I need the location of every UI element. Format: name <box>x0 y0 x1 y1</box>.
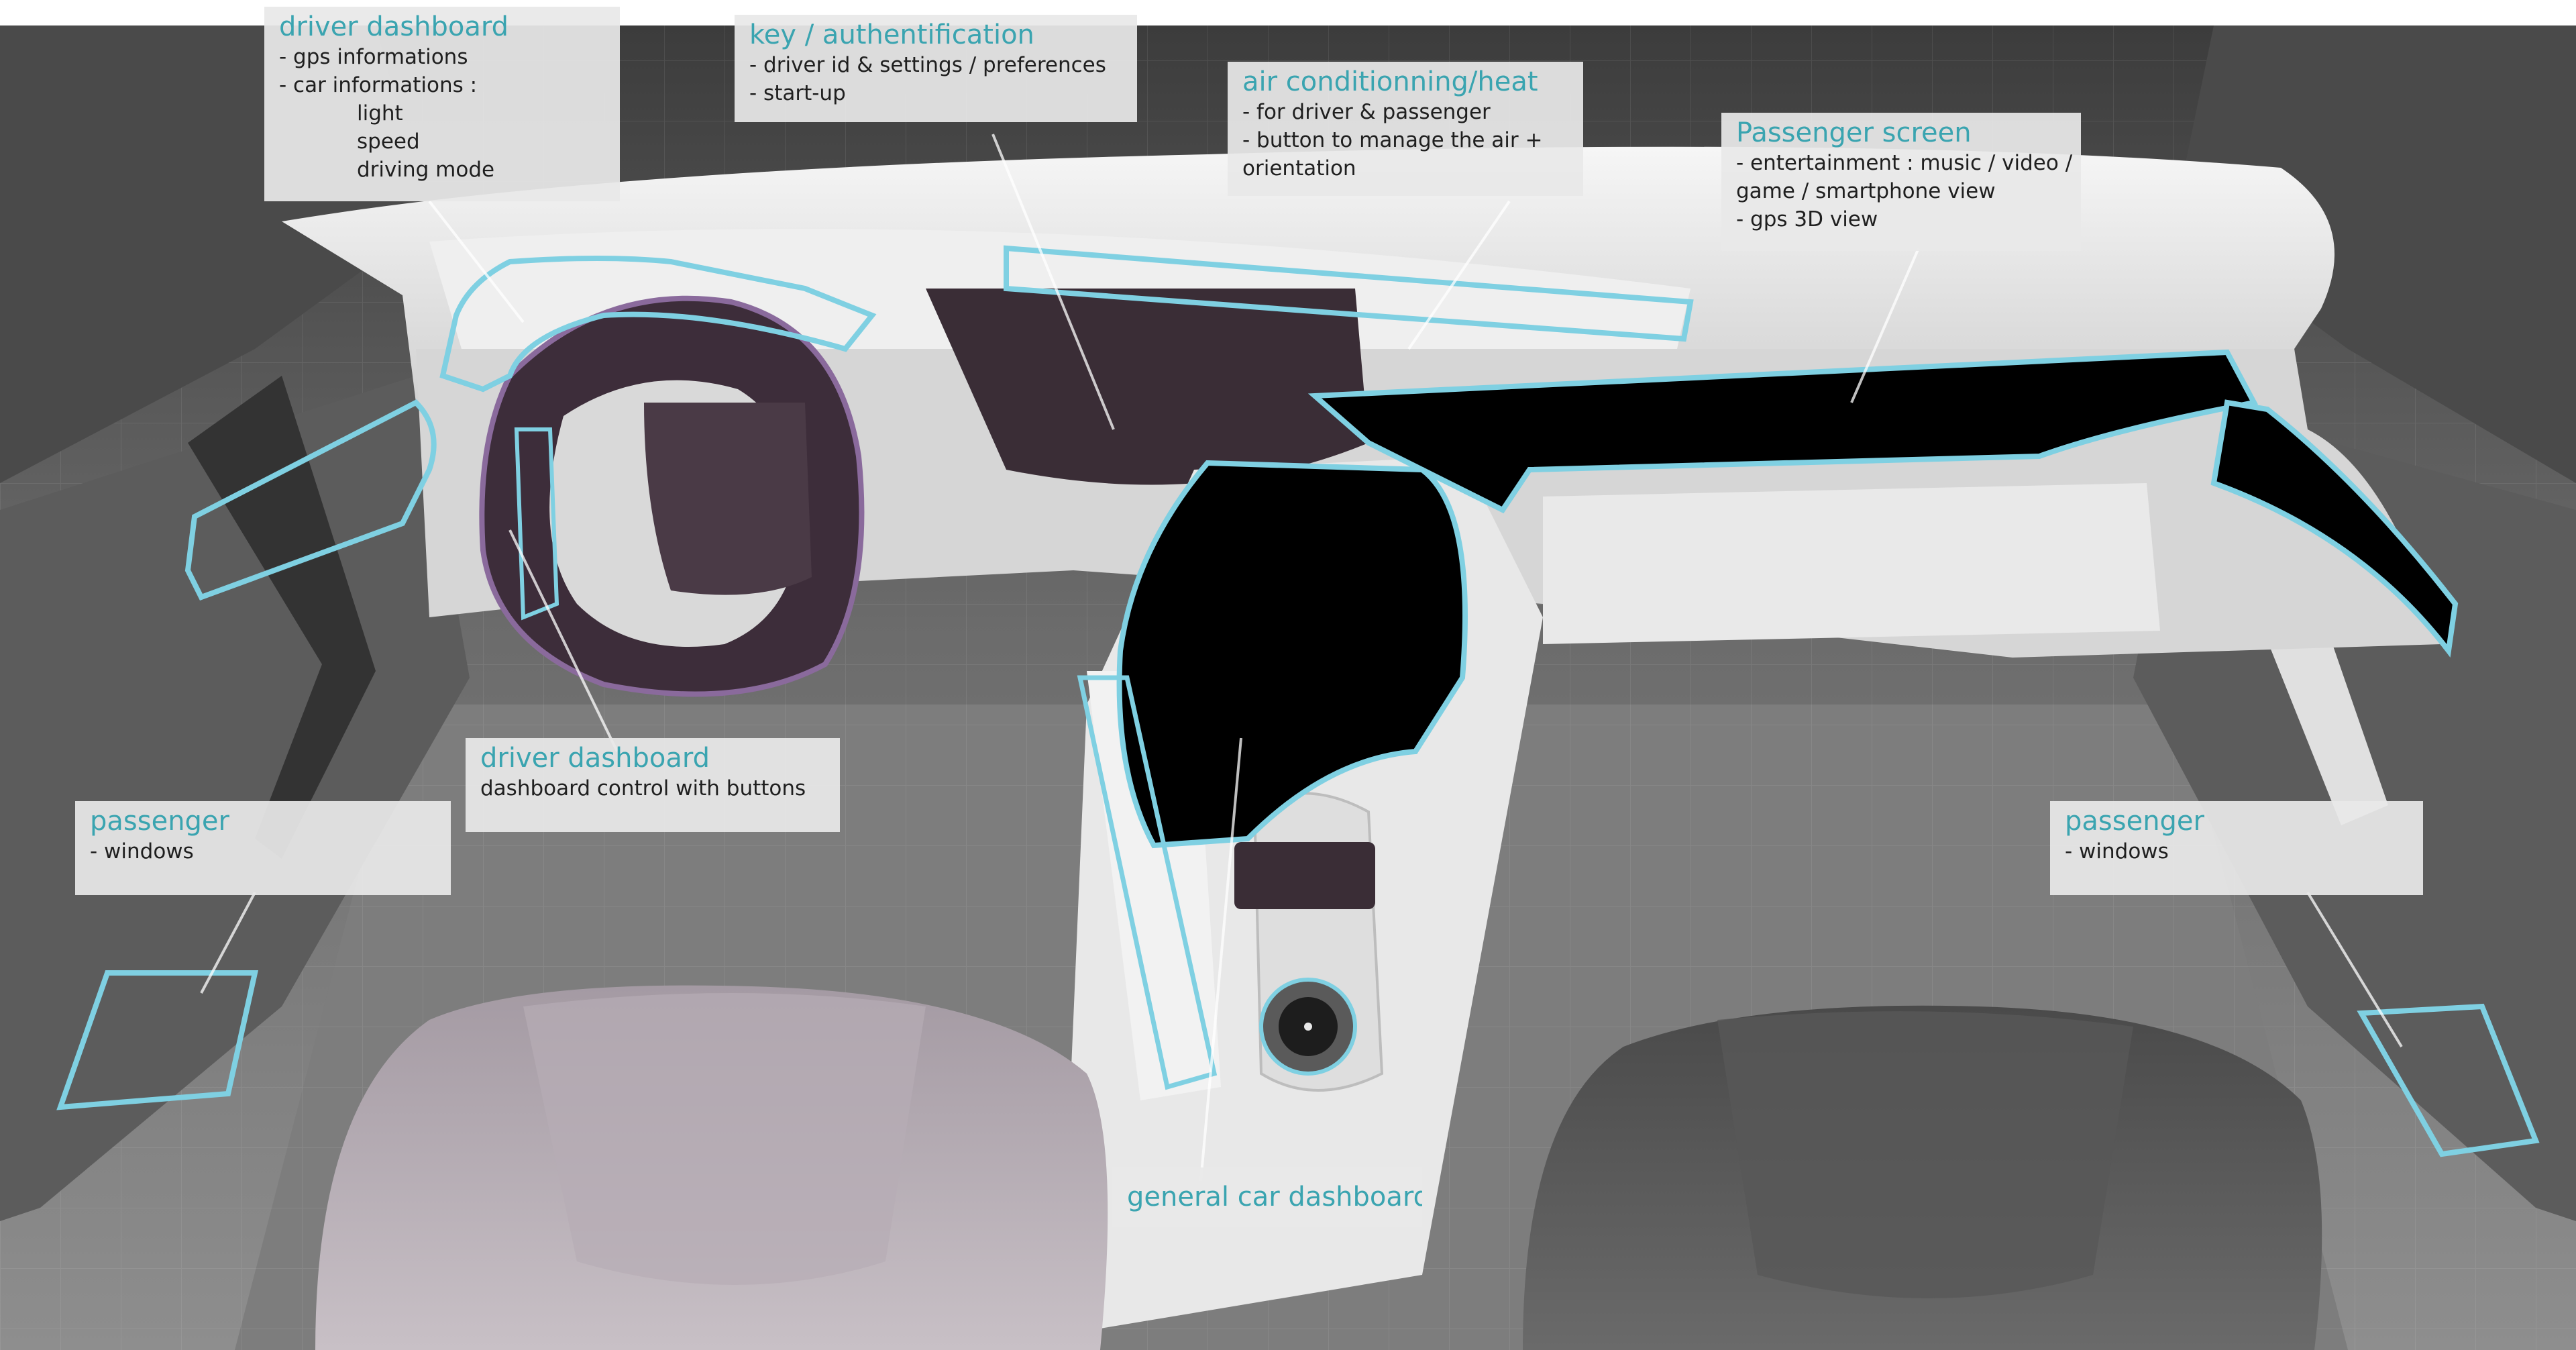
callout-line: driving mode <box>357 158 495 182</box>
callout-title: Passenger screen <box>1736 117 1972 148</box>
callout-general-car-dashboard: general car dashboard <box>1112 1167 1422 1227</box>
callout-air-conditioning: air conditionning/heat - for driver & pa… <box>1228 62 1583 196</box>
callout-line: - start-up <box>749 81 846 105</box>
callout-line: - windows <box>2065 839 2169 864</box>
callout-line: dashboard control with buttons <box>480 776 806 800</box>
key-strip-outline <box>1004 245 1694 342</box>
leader-passenger-screen <box>1850 248 1920 403</box>
left-door-panel <box>0 376 470 1221</box>
leader-key <box>991 134 1115 430</box>
callout-line: - button to manage the air + <box>1242 128 1543 152</box>
callout-title: key / authentification <box>749 19 1034 50</box>
callout-line: orientation <box>1242 156 1356 180</box>
callout-line: - gps 3D view <box>1736 207 1878 231</box>
callout-title: general car dashboard <box>1127 1182 1422 1212</box>
leader-passenger-left <box>200 892 256 994</box>
callout-title: air conditionning/heat <box>1242 66 1538 97</box>
callout-line: - gps informations <box>279 45 468 69</box>
left-door-button-outline <box>56 970 258 1110</box>
callout-driver-dashboard-buttons: driver dashboard dashboard control with … <box>466 738 840 832</box>
leader-passenger-right <box>2306 891 2403 1048</box>
callout-driver-dashboard-top: driver dashboard - gps informations - ca… <box>264 7 620 201</box>
callout-line: - driver id & settings / preferences <box>749 53 1106 77</box>
callout-line: - for driver & passenger <box>1242 100 1491 124</box>
callout-passenger-screen: Passenger screen - entertainment : music… <box>1721 113 2081 251</box>
callout-key-authentification: key / authentification - driver id & set… <box>735 15 1137 122</box>
callout-line: - entertainment : music / video / <box>1736 151 2073 175</box>
leader-driver-dashboard <box>428 200 525 323</box>
callout-title: passenger <box>2065 806 2204 837</box>
callout-passenger-right: passenger - windows <box>2050 801 2423 895</box>
leader-driver-buttons <box>508 529 619 752</box>
passenger-screen-side <box>2210 399 2459 658</box>
callout-line: game / smartphone view <box>1736 179 1996 203</box>
callout-line: - car informations : <box>279 73 478 97</box>
callout-title: driver dashboard <box>480 743 710 774</box>
right-pillar <box>2174 25 2576 483</box>
callout-line: speed <box>357 129 420 154</box>
callout-passenger-left: passenger - windows <box>75 801 451 895</box>
callout-line: light <box>357 101 403 125</box>
right-door-button-outline <box>2357 1003 2540 1157</box>
leader-air <box>1407 200 1511 350</box>
console-side-outline <box>1077 675 1218 1090</box>
passenger-screen <box>1307 349 2259 514</box>
left-window-control-outline <box>184 399 437 601</box>
callout-title: passenger <box>90 806 229 837</box>
callout-line: - windows <box>90 839 194 864</box>
driver-cluster-outline <box>439 256 877 393</box>
callout-title: driver dashboard <box>279 11 508 42</box>
center-screen <box>1116 460 1468 849</box>
leader-general-dashboard <box>1199 737 1242 1182</box>
